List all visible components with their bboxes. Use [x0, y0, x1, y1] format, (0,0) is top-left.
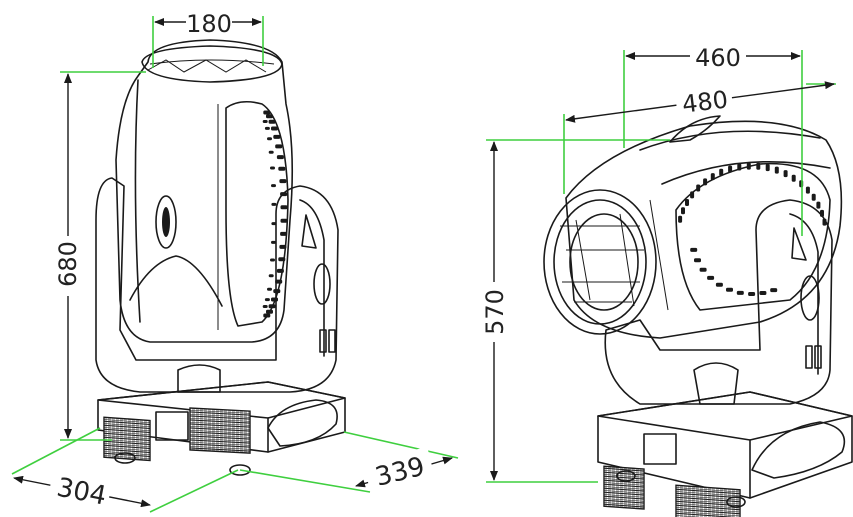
led-dot [279, 179, 287, 184]
led-dot [262, 120, 268, 123]
led-dot [275, 279, 283, 284]
led-dot [264, 298, 270, 302]
led-dot [759, 291, 767, 295]
front-head [115, 39, 294, 343]
led-dot [280, 192, 288, 197]
front-yoke [95, 177, 339, 393]
led-dot [268, 304, 276, 309]
led-dot [765, 164, 770, 172]
led-dot [748, 292, 756, 296]
led-dot [276, 155, 284, 160]
led-dot [811, 193, 816, 201]
led-dot [783, 170, 788, 178]
led-dot [822, 218, 827, 226]
dimension-label-304: 304 [54, 473, 108, 512]
front-dimensions: 180 680 304 339 [11, 8, 459, 513]
led-dot [273, 289, 281, 294]
led-dot [271, 297, 278, 302]
led-dot [267, 287, 272, 291]
dimension-label-460: 460 [695, 44, 741, 72]
angled-base [597, 391, 853, 517]
led-dot [276, 268, 284, 273]
led-dot [746, 162, 751, 170]
led-dot [280, 205, 288, 210]
led-dot [696, 184, 701, 192]
led-dot [266, 114, 273, 119]
led-dot [726, 287, 733, 292]
led-dot [263, 110, 271, 115]
angled-dimensions: 460 480 570 [481, 42, 836, 483]
led-dot [270, 166, 275, 170]
angled-base-vent-left [603, 465, 645, 510]
front-led-ring [262, 110, 288, 318]
led-dot [279, 244, 287, 249]
led-dot [262, 305, 268, 308]
angled-base-vent-right [675, 484, 741, 517]
dimension-label-680: 680 [54, 241, 82, 287]
led-dot [690, 247, 698, 252]
led-dot [816, 201, 821, 209]
led-dot [694, 258, 701, 263]
led-dot [678, 215, 683, 223]
led-dot [268, 274, 274, 278]
led-dot [737, 163, 742, 171]
led-dot [805, 186, 810, 194]
led-dot [271, 240, 276, 244]
led-dot [270, 258, 275, 262]
led-dot [263, 313, 271, 318]
angled-lens [543, 189, 657, 335]
led-dot [271, 184, 276, 188]
front-base [97, 381, 346, 476]
led-dot [275, 144, 283, 149]
dimension-label-480: 480 [681, 85, 730, 118]
led-dot [703, 178, 708, 186]
led-dot [690, 191, 695, 199]
front-base-handle [267, 399, 338, 447]
led-dot [267, 137, 272, 141]
angled-view [543, 115, 853, 517]
dimension-label-570: 570 [481, 289, 509, 335]
led-dot [756, 162, 761, 170]
led-dot [715, 282, 723, 287]
led-dot [736, 290, 744, 295]
led-dot [271, 202, 277, 206]
front-base-vent-right [189, 407, 251, 454]
led-dot [719, 168, 724, 176]
angled-led-ring [678, 162, 827, 296]
led-dot [770, 288, 778, 293]
front-base-vent-left [103, 416, 151, 462]
dimension-label-339: 339 [372, 452, 427, 493]
led-dot [268, 150, 274, 154]
led-dot [280, 218, 288, 223]
angled-base-handle [751, 421, 846, 479]
led-dot [271, 222, 277, 226]
led-dot [273, 134, 281, 139]
led-dot [266, 309, 273, 314]
led-dot [271, 126, 278, 131]
front-view [95, 39, 346, 476]
led-dot [268, 119, 276, 124]
led-dot [278, 166, 286, 171]
led-dot [791, 174, 796, 182]
led-dot [681, 207, 685, 215]
led-dot [707, 275, 715, 280]
led-dot [264, 126, 270, 130]
led-dot [685, 199, 689, 206]
angled-yoke [604, 199, 833, 405]
led-dot [280, 231, 288, 236]
angled-head [565, 115, 843, 339]
led-dot [710, 173, 715, 181]
led-dot [728, 165, 733, 173]
dimension-label-180: 180 [186, 10, 232, 38]
led-dot [278, 257, 286, 262]
led-dot [699, 267, 707, 272]
led-dot [774, 166, 779, 174]
led-dot [820, 209, 824, 217]
